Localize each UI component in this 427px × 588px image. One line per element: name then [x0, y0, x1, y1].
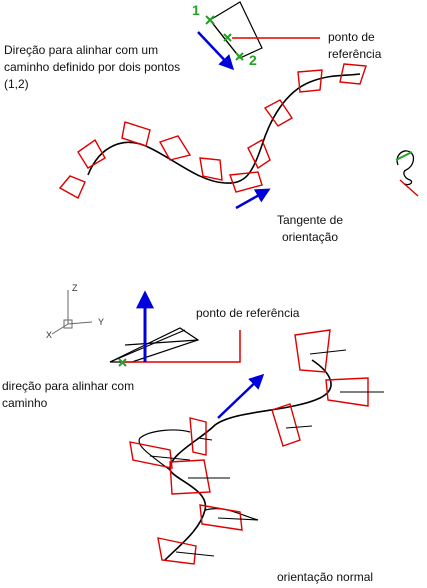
- bottom-reference-label: ponto de referência: [196, 306, 300, 320]
- normal-orientation-label: orientação normal: [277, 570, 374, 584]
- path-direction-arrow: [217, 373, 265, 419]
- two-point-reference-shape: [205, 1, 320, 61]
- bottom-direction-label: direção para alinhar com caminho: [2, 379, 135, 410]
- top-profile-shapes: [58, 63, 367, 199]
- reference-point-marker: [223, 33, 232, 42]
- point-1-label: 1: [192, 2, 200, 18]
- point-2-label: 2: [249, 52, 257, 68]
- tangent-orientation-label: Tangente de orientação: [276, 213, 344, 244]
- bottom-profile-shapes: [129, 329, 369, 565]
- top-direction-label: Direção para alinhar com um caminho defi…: [4, 43, 181, 91]
- normal-reference-shape: [109, 327, 241, 367]
- axis-x-label: X: [46, 330, 53, 340]
- top-reference-label: ponto de referência: [328, 30, 382, 61]
- point-2-marker: [235, 52, 244, 61]
- reference-leader-line: [124, 330, 241, 363]
- tangent-arrow: [235, 188, 271, 210]
- axis-y-label: Y: [98, 317, 105, 327]
- point-1-marker: [205, 15, 215, 25]
- ucs-icon: [395, 150, 419, 197]
- bottom-profile-spines: [149, 349, 384, 557]
- direction-arrow: [197, 31, 235, 71]
- axis-z-label: Z: [72, 283, 78, 293]
- reference-point-marker: [118, 358, 127, 367]
- bottom-sweep-path: [164, 359, 332, 561]
- ucs-axes: [51, 290, 93, 335]
